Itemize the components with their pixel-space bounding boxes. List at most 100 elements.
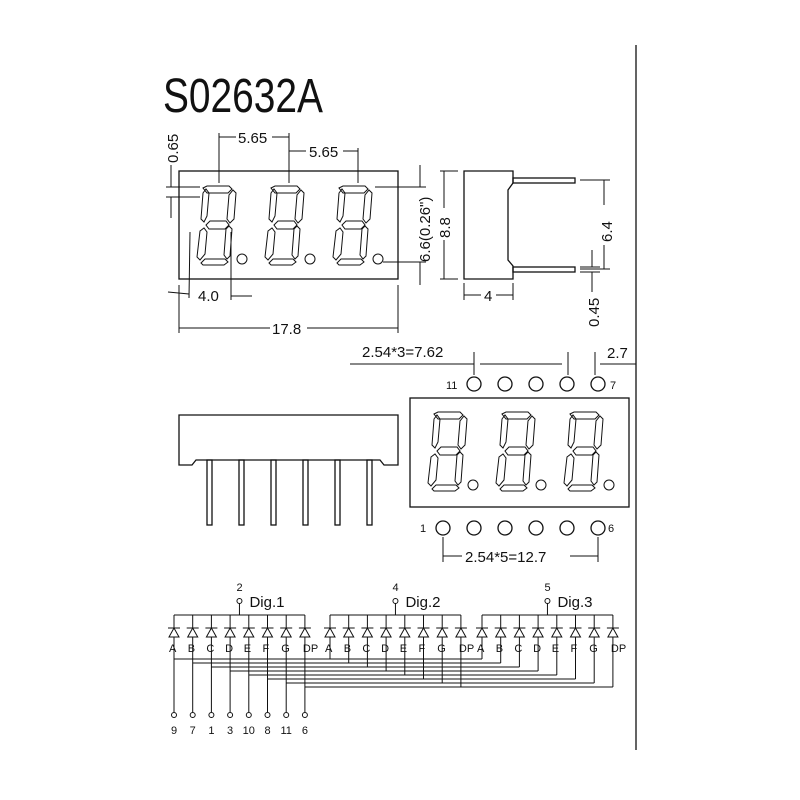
segment-label: B [188,643,195,655]
segment-label: B [344,643,351,655]
segment-c [591,452,599,485]
part-number-title: S02632A [163,70,323,123]
pin-leg [366,459,373,526]
common-anode-terminal [236,598,243,604]
pin-hole-top [528,376,544,392]
segment-b [594,416,603,449]
diode-icon [298,615,311,687]
digit-label: Dig.2 [405,594,440,611]
diode-icon [242,615,255,675]
segment-pin-number: 1 [208,725,214,737]
dim-digit-pitch-1: 5.65 [238,130,267,147]
segment-label: F [419,643,426,655]
pin-hole-bottom [590,520,606,536]
decimal-point [305,254,315,264]
segment-g [573,447,596,455]
diode-icon [454,615,467,687]
pin-hole-bottom [435,520,451,536]
dim-total-width: 17.8 [272,321,301,338]
pin-front-body [409,397,630,508]
side-view: 8.8 4 6.4 0.45 [437,170,616,327]
diode-icon [186,615,199,663]
pin-side-view [178,414,399,526]
pin-leg [302,459,309,526]
segment-pin-terminal[interactable] [301,712,308,718]
segment-c [523,452,531,485]
segment-c [360,226,368,259]
segment-label: E [244,643,251,655]
diode-icon [606,615,619,687]
segment-f [500,415,508,448]
segment-e [496,454,506,486]
diode-icon [224,615,237,671]
segment-pin-terminal[interactable] [189,712,196,718]
diode-icon [342,615,355,663]
segment-e [564,454,574,486]
diode-icon [280,615,293,683]
front-digit [197,186,247,265]
segment-e [333,228,343,260]
segment-g [342,221,365,229]
segment-f [568,415,576,448]
segment-label: E [400,643,407,655]
segment-c [224,226,232,259]
segment-label: C [206,643,214,655]
pin-label-7: 7 [610,380,616,392]
pin-leg [238,459,245,526]
dim-top-pitch: 2.54*3=7.62 [362,344,443,361]
dim-offset: 2.7 [607,345,628,362]
pin-hole-top [559,376,575,392]
dim-depth: 4 [484,288,492,305]
segment-pin-terminal[interactable] [227,712,234,718]
pin-label-11: 11 [446,380,457,392]
segment-label: C [514,643,522,655]
common-anode-terminal [392,598,399,604]
front-view: 5.65 5.65 0.65 6.6(0.26") 4.0 17.8 [165,130,434,338]
pin-leg [334,459,341,526]
segment-d [432,485,459,491]
segment-pin-terminal[interactable] [283,712,290,718]
segment-b [295,190,304,223]
segment-a [203,186,232,193]
segment-pin-terminal[interactable] [264,712,271,718]
segment-f [269,189,277,222]
dim-top-margin: 0.65 [165,134,182,163]
dim-pin-thickness: 0.45 [586,298,603,327]
segment-c [292,226,300,259]
segment-b [526,416,535,449]
segment-a [339,186,368,193]
dim-digit-width: 4.0 [198,288,219,305]
diode-icon [380,615,393,671]
side-pin-top [512,177,576,184]
segment-g [274,221,297,229]
digit-label: Dig.3 [557,594,592,611]
segment-e [265,228,275,260]
segment-label: DP [459,643,474,655]
pin-hole-top [497,376,513,392]
dim-digit-pitch-2: 5.65 [309,144,338,161]
segment-label: G [281,643,290,655]
pin-side-body [178,414,399,466]
front-digit [265,186,315,265]
pin-label-6: 6 [608,523,614,535]
segment-d [500,485,527,491]
segment-pin-number: 11 [280,725,291,737]
diode-icon [205,615,218,667]
segment-a [434,412,463,419]
segment-pin-terminal[interactable] [171,712,177,718]
diode-icon [417,615,430,679]
segment-pin-number: 8 [264,725,270,737]
segment-pin-terminal[interactable] [245,712,252,718]
digit-label: Dig.1 [249,594,284,611]
segment-pin-terminal[interactable] [208,712,215,718]
segment-pin-number: 9 [171,725,177,737]
segment-d [337,259,364,265]
segment-g [206,221,229,229]
segment-label: B [496,643,503,655]
segment-e [197,228,207,260]
segment-a [502,412,531,419]
segment-label: D [381,643,389,655]
